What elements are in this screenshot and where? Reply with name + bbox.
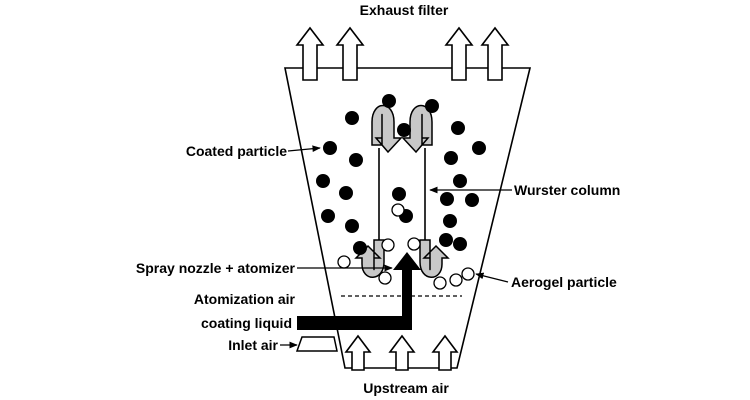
label-exhaust-filter: Exhaust filter <box>360 2 449 18</box>
coated-particles <box>316 94 486 255</box>
upstream-arrow-2 <box>388 334 416 371</box>
exhaust-arrow-3 <box>444 26 474 81</box>
label-coating-liquid: coating liquid <box>201 315 292 331</box>
upstream-arrow-3 <box>431 334 459 371</box>
label-aerogel-particle: Aerogel particle <box>511 274 617 290</box>
label-upstream-air: Upstream air <box>363 380 449 396</box>
spray-nozzle-feed <box>297 252 421 330</box>
coating-liquid-pipe <box>297 252 421 330</box>
leader-lines <box>280 145 512 349</box>
label-spray-nozzle: Spray nozzle + atomizer <box>136 260 296 276</box>
inlet-air-tray <box>295 336 338 352</box>
upstream-air-arrows <box>344 334 459 371</box>
exhaust-arrow-4 <box>480 26 510 81</box>
exhaust-arrow-2 <box>335 26 365 81</box>
leader-coated-particle <box>287 145 321 153</box>
upstream-arrow-1 <box>344 334 372 371</box>
label-inlet-air: Inlet air <box>228 337 278 353</box>
leader-aerogel-particle <box>475 272 509 283</box>
label-wurster-column: Wurster column <box>514 182 620 198</box>
exhaust-arrow-1 <box>295 26 325 81</box>
loop-arrow-right-lower <box>419 239 450 278</box>
loop-arrow-left-upper <box>371 104 403 154</box>
aerogel-particles <box>337 203 475 290</box>
loop-arrows-upper <box>371 104 433 154</box>
label-atomization-air: Atomization air <box>194 291 296 307</box>
exhaust-arrows <box>295 26 510 81</box>
label-coated-particle: Coated particle <box>186 143 287 159</box>
